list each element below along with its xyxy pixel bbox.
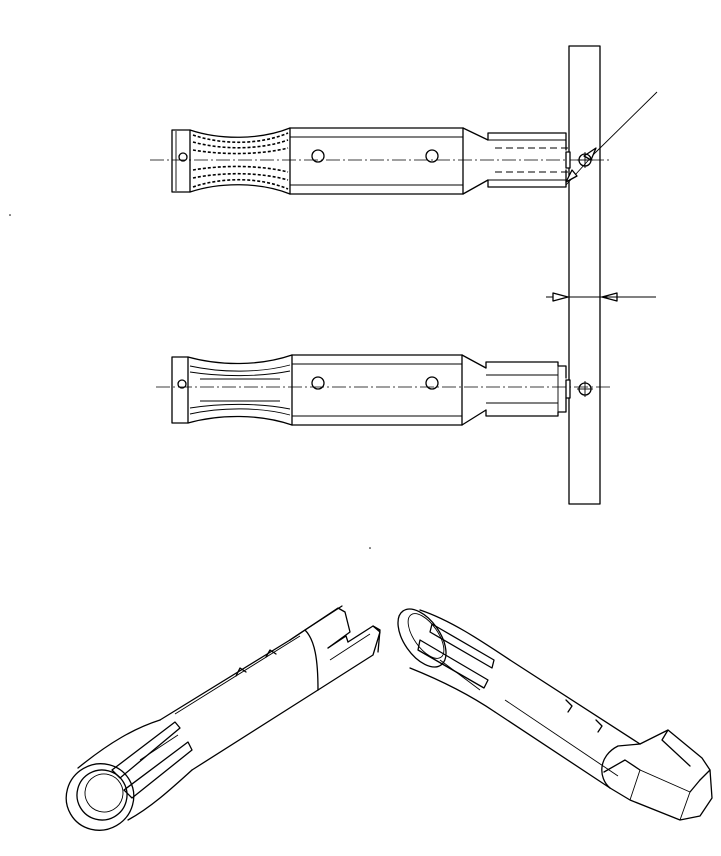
- bottom-view-uncrimped-contact: [156, 354, 612, 426]
- top-view-crimped-contact: [150, 127, 612, 195]
- carrier-strip: [568, 45, 601, 505]
- pitch-dimension: [546, 292, 656, 302]
- isometric-left-contact: [65, 605, 381, 831]
- isometric-right-contact: [397, 608, 713, 821]
- scan-marks: [9, 214, 371, 549]
- leader-line: [565, 91, 658, 186]
